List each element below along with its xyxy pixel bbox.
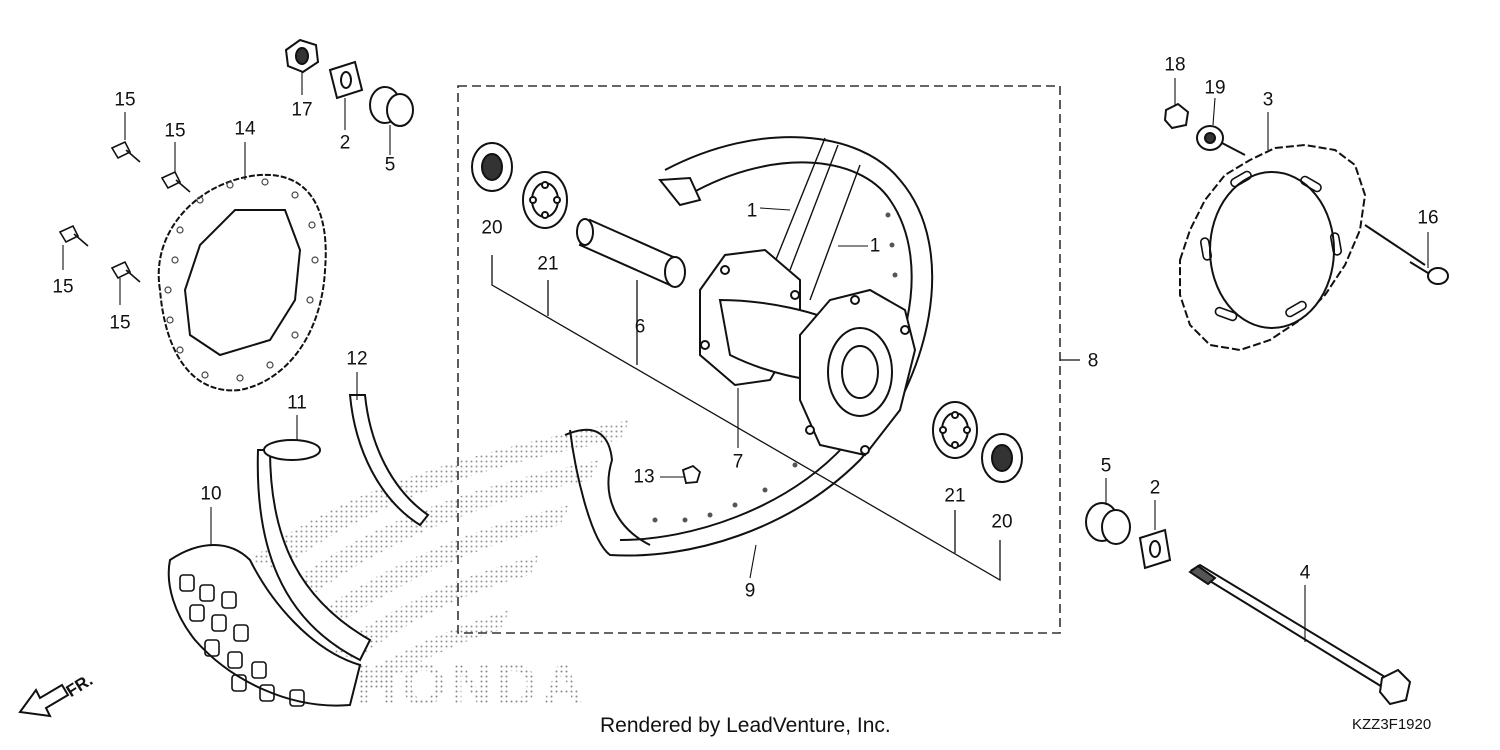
callout-13: 13 [633, 466, 655, 488]
callout-8: 8 [1087, 350, 1099, 372]
brake-disc [157, 173, 327, 392]
rim-lock-nut [681, 464, 702, 484]
callout-18: 18 [1164, 54, 1186, 76]
callout-1-lower: 1 [869, 235, 881, 257]
callout-16: 16 [1417, 207, 1439, 229]
callout-5-right: 5 [1100, 455, 1112, 477]
sprocket-nut [1163, 102, 1190, 130]
rim-band [348, 394, 430, 527]
callout-15-b: 15 [164, 120, 186, 142]
callout-15-d: 15 [109, 312, 131, 334]
callout-7: 7 [732, 451, 744, 473]
sprocket-washer [1196, 125, 1246, 156]
callout-5-left: 5 [384, 154, 396, 176]
spokes [774, 137, 861, 301]
callout-12: 12 [346, 348, 368, 370]
axle-nut [284, 38, 320, 74]
honda-watermark-text: HONDA [355, 653, 588, 718]
callout-21-left: 21 [537, 253, 559, 275]
callout-20-right: 20 [991, 511, 1013, 533]
callout-4: 4 [1299, 562, 1311, 584]
side-collar-left [369, 86, 414, 127]
callout-2-right: 2 [1149, 477, 1161, 499]
side-collar-right [1085, 502, 1131, 545]
adjuster-plate-right [1138, 528, 1172, 570]
rear-axle [1188, 563, 1412, 706]
callout-9: 9 [744, 580, 756, 602]
inner-tube [256, 439, 372, 662]
bearing-right [932, 401, 978, 459]
driven-sprocket [1179, 143, 1367, 352]
bearing-left [522, 171, 568, 229]
adjuster-plate-left [328, 60, 364, 100]
leader-lines [62, 72, 1429, 642]
callout-19: 19 [1204, 77, 1226, 99]
tire [167, 544, 362, 707]
callout-15-c: 15 [52, 276, 74, 298]
callout-2-left: 2 [339, 132, 351, 154]
hub-collar [576, 218, 686, 288]
wheel-hub [699, 248, 917, 457]
callout-11: 11 [287, 392, 307, 414]
callout-20-left: 20 [481, 217, 503, 239]
dust-seal-right [981, 433, 1023, 483]
callout-14: 14 [234, 118, 256, 140]
dust-seal-left [471, 142, 513, 192]
callout-17: 17 [291, 99, 313, 121]
sprocket-bolt [1364, 224, 1449, 285]
disc-bolts [58, 140, 191, 283]
honda-wing-watermark [250, 420, 630, 685]
diagram-code: KZZ3F1920 [1352, 716, 1432, 733]
callout-21-right: 21 [944, 485, 966, 507]
callout-10: 10 [200, 483, 222, 505]
front-direction-arrow-icon [18, 683, 70, 718]
callout-3: 3 [1262, 89, 1274, 111]
callout-1-upper: 1 [746, 200, 758, 222]
callout-6: 6 [634, 316, 646, 338]
credit-line: Rendered by LeadVenture, Inc. [600, 714, 891, 737]
callout-15-a: 15 [114, 89, 136, 111]
